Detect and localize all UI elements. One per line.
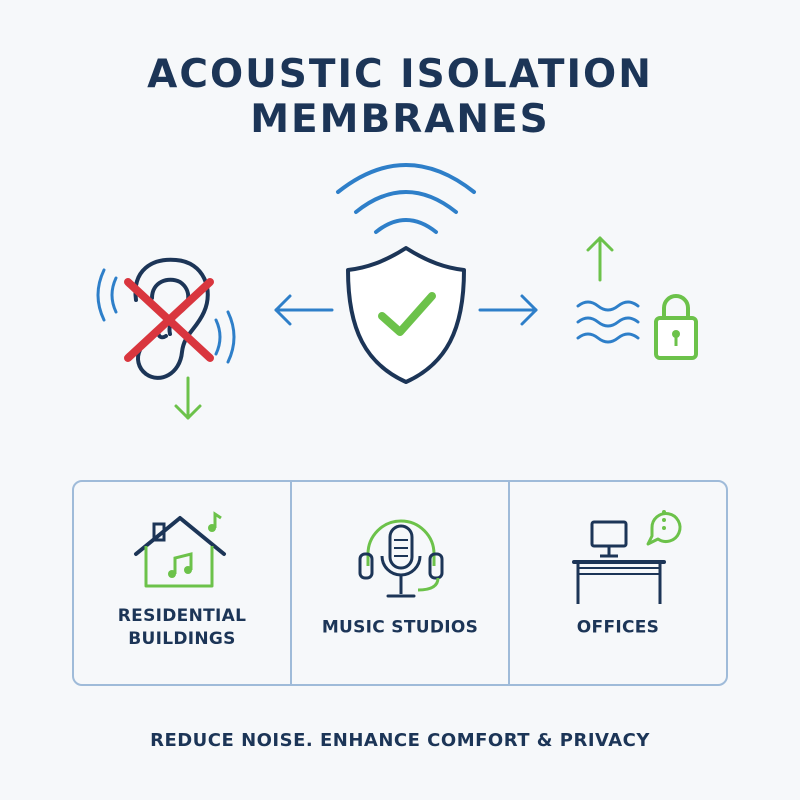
headset-microphone-icon [358,519,444,598]
shield-check-icon [336,163,476,384]
applications-panel: RESIDENTIAL BUILDINGS MUSIC STUDIOS [72,480,728,686]
blocked-ear-icon [96,257,236,420]
application-label: MUSIC STUDIOS [321,617,479,638]
application-offices: OFFICES [508,482,726,684]
sound-waves-lock-icon [576,236,698,360]
arrow-left-icon [274,294,334,326]
application-music-studios: MUSIC STUDIOS [290,482,508,684]
application-label: OFFICES [576,617,660,638]
arrow-right-icon [478,294,538,326]
diagram [96,163,698,420]
application-label: RESIDENTIAL BUILDINGS [117,606,247,649]
tagline: REDUCE NOISE. ENHANCE COMFORT & PRIVACY [150,730,650,751]
application-residential: RESIDENTIAL BUILDINGS [74,482,290,684]
office-desk-icon [572,510,682,604]
house-music-icon [134,511,226,588]
page-title: ACOUSTIC ISOLATION MEMBRANES [147,52,653,142]
